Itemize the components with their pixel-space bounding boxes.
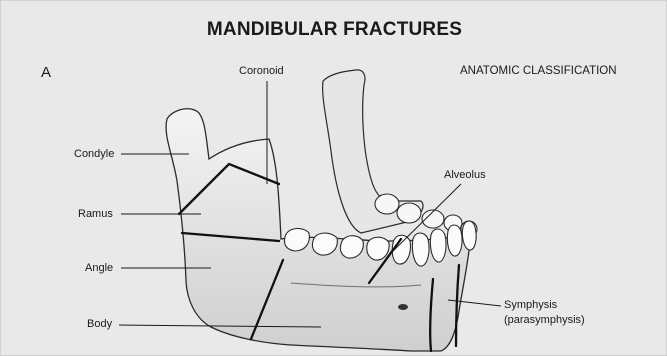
label-alveolus: Alveolus [444,169,486,181]
label-angle: Angle [85,262,113,274]
mental-foramen [398,304,408,310]
label-ramus: Ramus [78,208,113,220]
label-condyle: Condyle [74,148,114,160]
label-parasymphysis: (parasymphysis) [504,314,585,326]
near-mandible [166,109,471,351]
label-symphysis: Symphysis [504,299,557,311]
label-coronoid: Coronoid [239,65,284,77]
label-body: Body [87,318,112,330]
